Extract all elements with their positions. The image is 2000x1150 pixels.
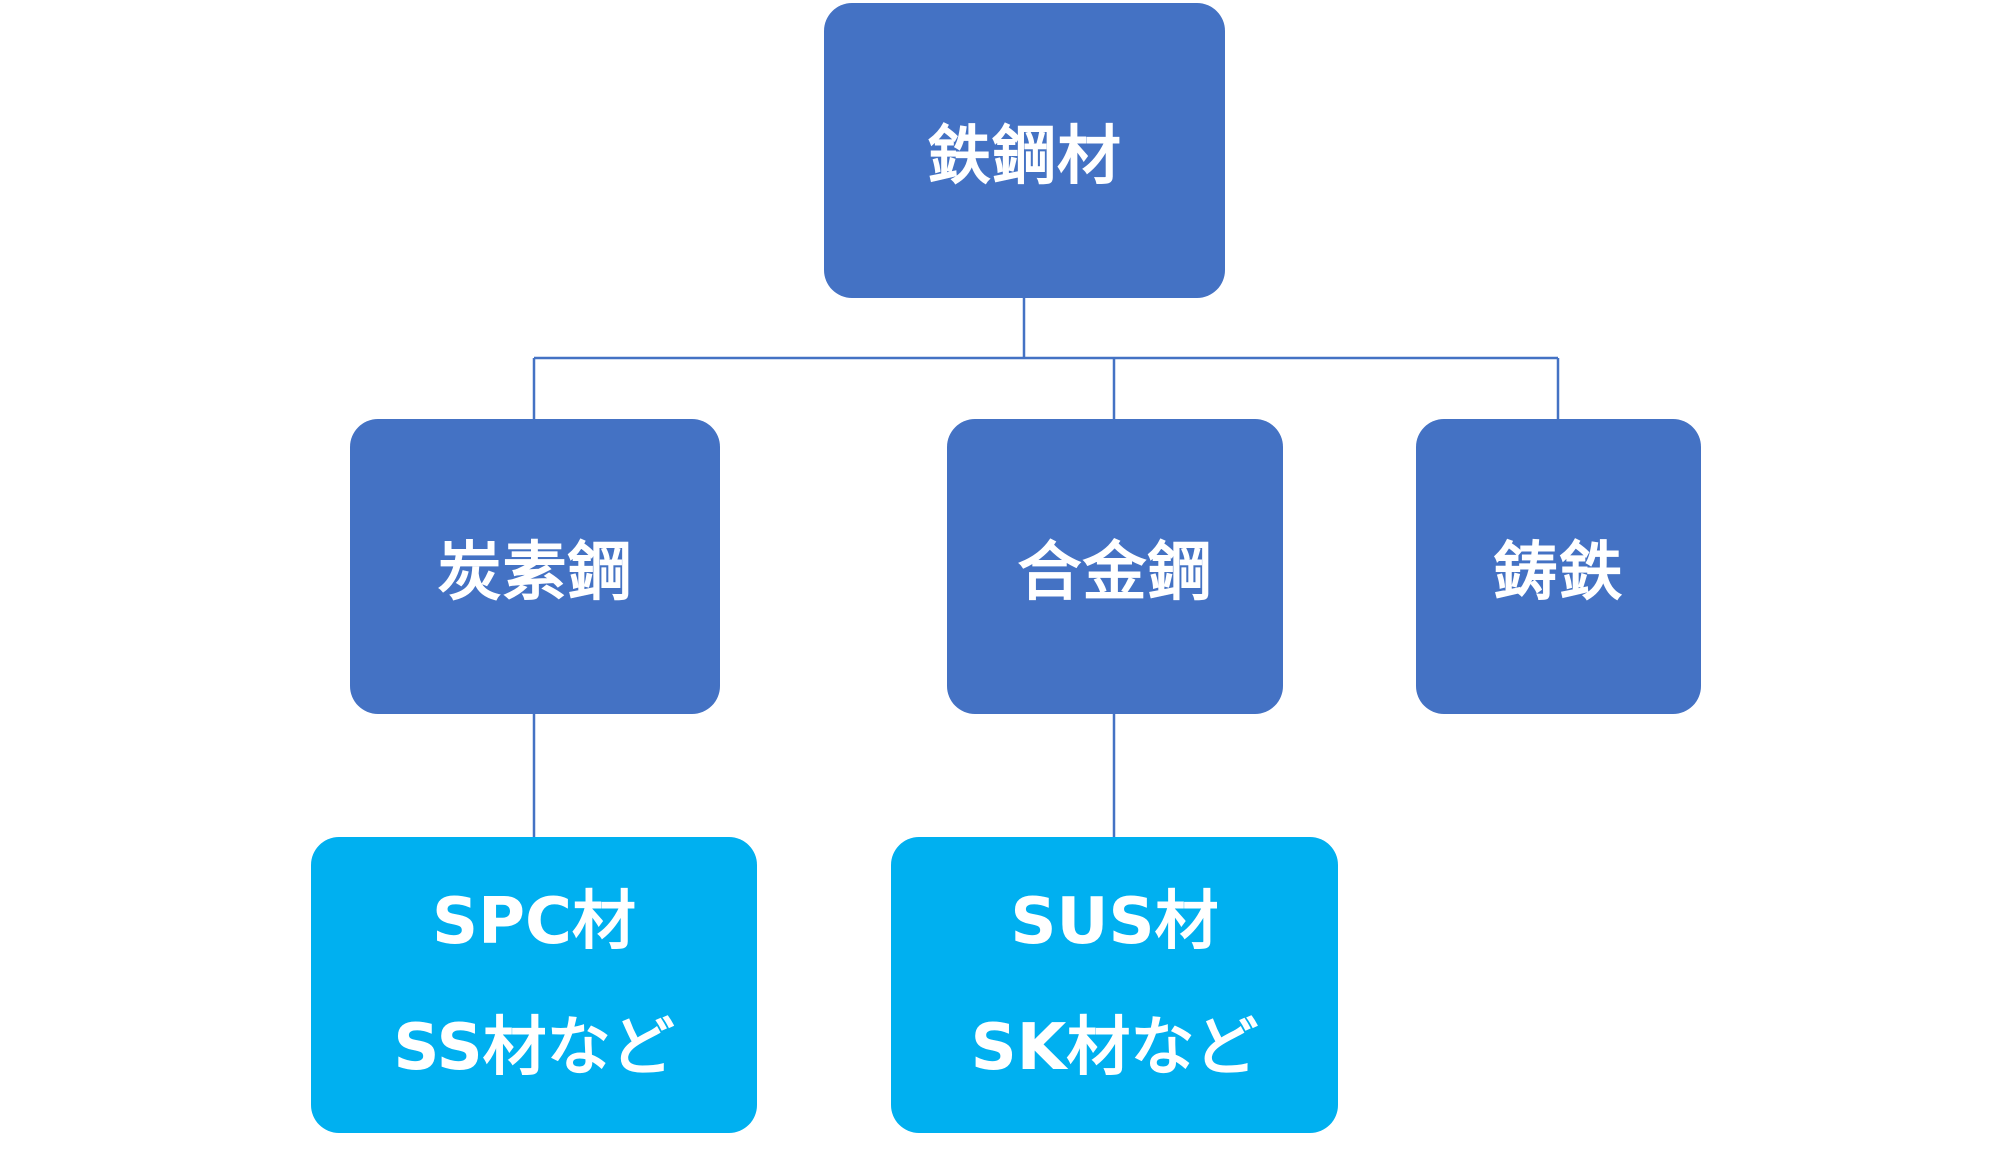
example-label: SUS材 [1010,885,1219,959]
node-steel-materials: 鉄鋼材 [824,3,1225,298]
example-label: SPC材 [432,885,636,959]
node-alloy-steel-examples: SUS材 SK材など [891,837,1338,1133]
example-label: SS材など [393,1011,675,1085]
node-label: 鉄鋼材 [927,119,1122,194]
node-carbon-steel: 炭素鋼 [350,419,720,714]
node-label: 合金鋼 [1017,535,1213,610]
node-cast-iron: 鋳鉄 [1416,419,1701,714]
node-label: 鋳鉄 [1493,535,1624,610]
example-label: SK材など [970,1011,1259,1085]
node-carbon-steel-examples: SPC材 SS材など [311,837,757,1133]
node-alloy-steel: 合金鋼 [947,419,1283,714]
node-label: 炭素鋼 [437,535,633,610]
